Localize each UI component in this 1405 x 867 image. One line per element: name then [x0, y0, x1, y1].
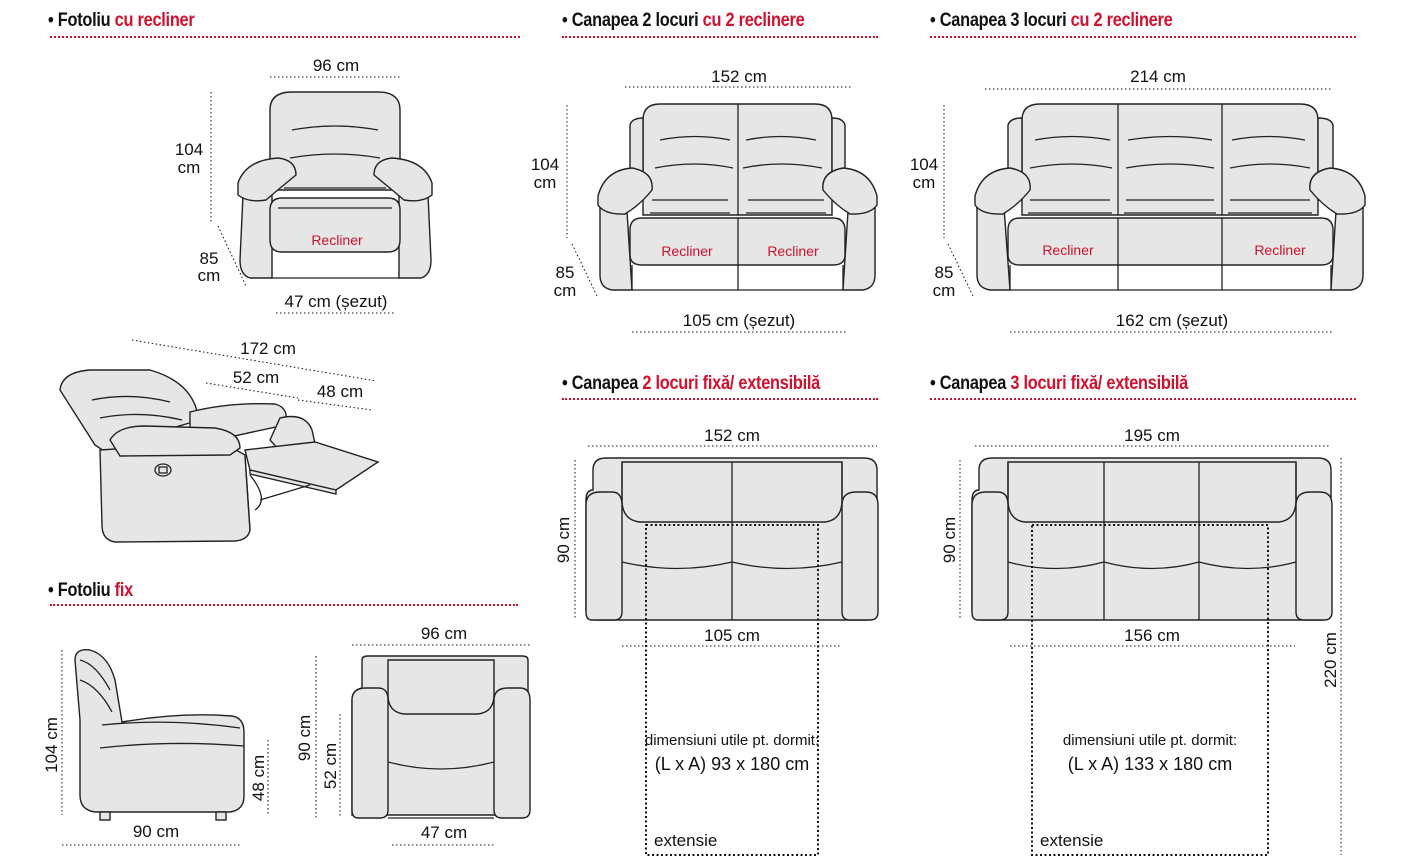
section-highlight: cu recliner: [114, 10, 195, 31]
dimension-line: [131, 339, 377, 382]
dimension-line: [217, 225, 247, 287]
section-highlight: fix: [114, 580, 134, 601]
dimension-width: 96 cm: [313, 56, 359, 75]
section-divider: [50, 604, 518, 606]
dimension-depth: 90 cm: [940, 517, 959, 563]
dimension-height-value: 104: [531, 155, 559, 174]
dimension-seat: 105 cm: [704, 626, 760, 645]
section-title-fotoliu-recliner: • Fotoliu cu recliner: [48, 10, 195, 31]
dimension-height-value: 104: [175, 140, 203, 159]
section-divider: [562, 398, 878, 400]
extension-label: extensie: [654, 831, 717, 850]
dimension-depth-value: 85: [935, 263, 954, 282]
section-title-canapea2-recliner: • Canapea 2 locuri cu 2 reclinere: [562, 10, 805, 31]
section-divider: [930, 36, 1356, 38]
sleep-dimensions-value: (L x A) 133 x 180 cm: [1068, 754, 1232, 774]
sleeping-area-outline: [1031, 524, 1269, 856]
dimension-side-depth: 90 cm: [133, 822, 179, 841]
dimension-side-height: 104 cm: [42, 717, 61, 773]
dimension-extended-length: 220 cm: [1321, 632, 1340, 688]
dimension-top-inner: 52 cm: [321, 743, 340, 789]
sleeping-area-outline: [645, 524, 819, 856]
dimension-width: 214 cm: [1130, 67, 1186, 86]
sleep-dimensions-label: dimensiuni utile pt. dormit:: [645, 732, 819, 749]
badge-recliner: Recliner: [311, 232, 363, 248]
badge-recliner-left: Recliner: [1042, 242, 1094, 258]
section-divider: [562, 36, 878, 38]
extension-label: extensie: [1040, 831, 1103, 850]
armchair-fixed-top: [351, 655, 531, 819]
dimension-depth: 90 cm: [554, 517, 573, 563]
armchair-fixed-side: [74, 649, 245, 821]
section-highlight: 3 locuri fixă/ extensibilă: [1010, 373, 1188, 394]
section-highlight: 2 locuri fixă/ extensibilă: [642, 373, 820, 394]
section-divider: [930, 398, 1356, 400]
dimension-seat-height: 48 cm: [249, 755, 268, 801]
dimension-width: 152 cm: [711, 67, 767, 86]
dimension-seat: 105 cm (șezut): [683, 311, 795, 330]
dimension-height-value: 104: [910, 155, 938, 174]
badge-recliner-right: Recliner: [1254, 242, 1306, 258]
dimension-height-unit: cm: [178, 158, 201, 177]
dimension-top-depth: 90 cm: [295, 715, 314, 761]
section-highlight: cu 2 reclinere: [1070, 10, 1173, 31]
armchair-recliner-front: Recliner: [237, 91, 433, 279]
sleep-dimensions-value: (L x A) 93 x 180 cm: [655, 754, 809, 774]
dimension-seat: 156 cm: [1124, 626, 1180, 645]
dimension-top-width: 96 cm: [421, 624, 467, 643]
sofa-2-fixed-top: [585, 457, 879, 621]
badge-recliner-left: Recliner: [661, 243, 713, 259]
sofa-3-fixed-top: [971, 457, 1333, 621]
dimension-length: 172 cm: [240, 339, 296, 358]
dimension-seat: 47 cm (șezut): [285, 292, 388, 311]
sofa-2-recliner-front: Recliner Recliner: [597, 103, 878, 291]
dimension-depth-value: 85: [556, 263, 575, 282]
badge-recliner-right: Recliner: [767, 243, 819, 259]
dimension-depth-unit: cm: [198, 266, 221, 285]
section-title-canapea3-recliner: • Canapea 3 locuri cu 2 reclinere: [930, 10, 1173, 31]
dimension-depth-value: 85: [200, 249, 219, 268]
section-highlight: cu 2 reclinere: [702, 10, 805, 31]
section-title-canapea3-fixa: • Canapea 3 locuri fixă/ extensibilă: [930, 373, 1188, 394]
dimension-width: 195 cm: [1124, 426, 1180, 445]
dimension-width: 152 cm: [704, 426, 760, 445]
section-divider: [50, 36, 520, 38]
dimension-seat: 162 cm (șezut): [1116, 311, 1228, 330]
dimension-top-seat: 47 cm: [421, 823, 467, 842]
dimension-footrest: 52 cm: [233, 368, 279, 387]
dimension-height-unit: cm: [913, 173, 936, 192]
sleep-dimensions-label: dimensiuni utile pt. dormit:: [1063, 732, 1237, 749]
section-title-fotoliu-fix: • Fotoliu fix: [48, 580, 134, 601]
section-title-canapea2-fixa: • Canapea 2 locuri fixă/ extensibilă: [562, 373, 820, 394]
armchair-recliner-extended: [59, 369, 380, 543]
dimension-seat-depth: 48 cm: [317, 382, 363, 401]
dimension-depth-unit: cm: [554, 281, 577, 300]
dimension-line: [297, 399, 373, 411]
dimension-depth-unit: cm: [933, 281, 956, 300]
dimension-height-unit: cm: [534, 173, 557, 192]
sofa-3-recliner-front: Recliner Recliner: [974, 103, 1366, 291]
